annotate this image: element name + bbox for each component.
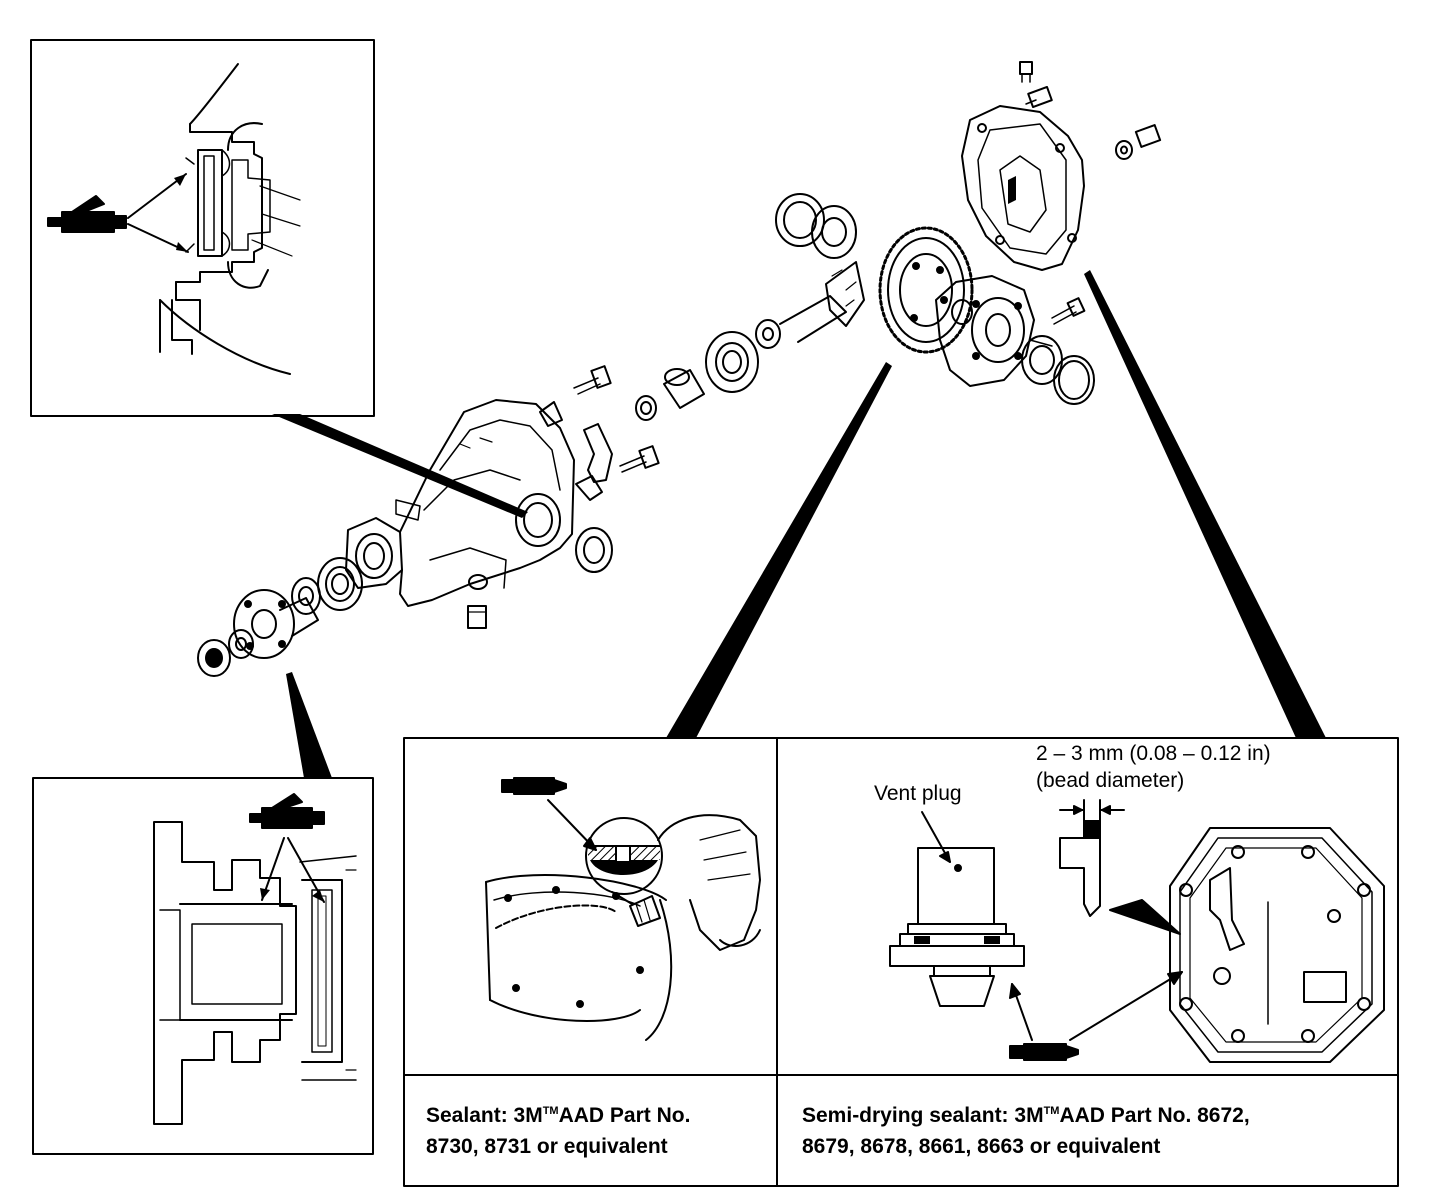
sealant-panel [403, 737, 1399, 1187]
bead-range-label: 2 – 3 mm (0.08 – 0.12 in) [1036, 742, 1271, 765]
bearing-caps [539, 365, 660, 501]
front-bearings [291, 557, 363, 615]
rear-cover [961, 105, 1085, 271]
sealant-spec-right: Semi-drying sealant: 3MTMAAD Part No. 86… [802, 1096, 1250, 1162]
companion-flange [197, 589, 319, 677]
pointer-ring-gear-detail [666, 362, 892, 738]
trademark-mark: TM [542, 1105, 559, 1117]
differential-case [935, 275, 1053, 387]
ring-gear-bolt-detail [485, 777, 761, 1041]
bead-diameter-label: (bead diameter) [1036, 769, 1185, 792]
callout-pointers [272, 270, 1326, 778]
sealant-gun-icon [47, 195, 127, 233]
pinion-parts [635, 261, 865, 421]
detail-box-flange [32, 777, 374, 1155]
exploded-parts [197, 61, 1162, 677]
sealant-left-line1-post: AAD Part No. [558, 1104, 691, 1127]
sealant-right-line1-pre: Semi-drying sealant: 3M [802, 1104, 1044, 1127]
lower-side-bearing [1021, 297, 1095, 405]
cover-fasteners [1019, 61, 1162, 160]
upper-side-bearing [775, 193, 857, 259]
sealant-left-line2: 8730, 8731 or equivalent [426, 1135, 668, 1158]
sealant-right-line2: 8679, 8678, 8661, 8663 or equivalent [802, 1135, 1161, 1158]
differential-carrier [345, 399, 575, 607]
sealant-right-line1-post: AAD Part No. 8672, [1059, 1104, 1250, 1127]
detail-box-seal [30, 39, 375, 417]
sealant-tube-icon-2 [1009, 1043, 1079, 1061]
trademark-mark-2: TM [1043, 1105, 1060, 1117]
side-oil-seal [467, 527, 613, 629]
sealant-gun-icon-2 [249, 793, 325, 829]
sealant-tube-icon [501, 777, 567, 795]
sealant-spec-left: Sealant: 3MTMAAD Part No. 8730, 8731 or … [426, 1096, 690, 1162]
vent-plug-label: Vent plug [874, 782, 962, 805]
ring-gear [878, 226, 974, 354]
sealant-left-line1-pre: Sealant: 3M [426, 1104, 543, 1127]
pointer-seal-detail [272, 414, 528, 518]
vent-plug-cover-detail [889, 799, 1385, 1063]
pointer-cover-detail [1084, 270, 1326, 738]
pointer-flange-detail [286, 672, 332, 778]
